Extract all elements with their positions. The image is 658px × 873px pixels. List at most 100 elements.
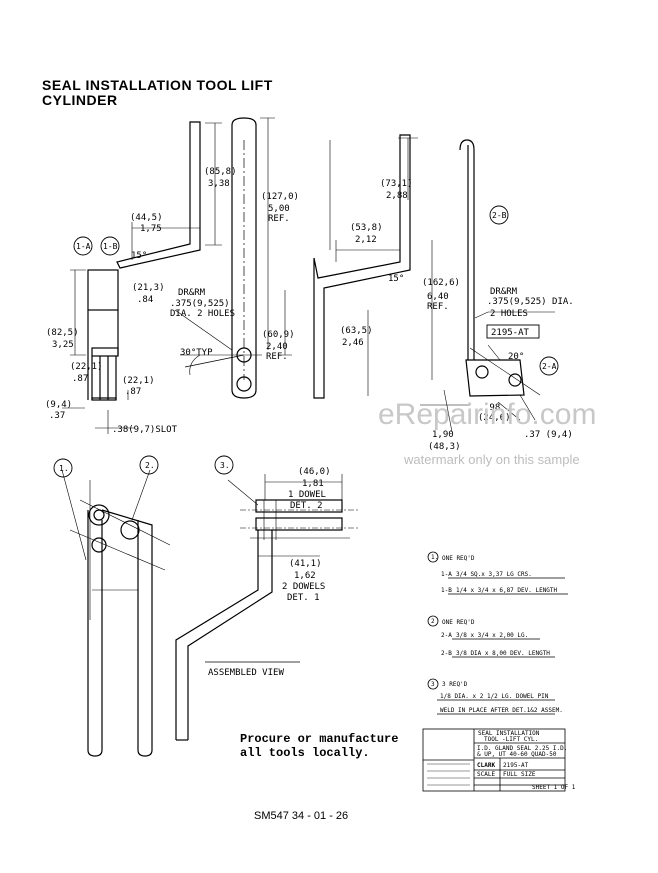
assembled-view-label: ASSEMBLED VIEW: [208, 668, 284, 678]
dim-41-1: (41,1): [289, 559, 322, 569]
drm-dimension: .375(9,525): [170, 299, 230, 309]
dim-127-0: (127,0): [261, 192, 299, 202]
dim-3-25: 3,25: [52, 340, 74, 350]
note-2a-callout: 2-A: [441, 632, 452, 639]
procure-line-1: Procure or manufacture: [240, 732, 399, 746]
dim-21-3: (21,3): [132, 283, 165, 293]
procure-line-2: all tools locally.: [240, 746, 370, 760]
dim-44-5: (44,5): [130, 213, 163, 223]
tb-part-number: 2195-AT: [503, 762, 529, 769]
dim-ref-2: REF.: [266, 352, 288, 362]
dim-22-1-b: (22,1): [122, 376, 155, 386]
dim-15-deg: 15°: [131, 251, 147, 261]
callout-1a: 1-A: [76, 242, 91, 251]
dim-46-0: (46,0): [298, 467, 331, 477]
dim-1-75: 1,75: [140, 224, 162, 234]
page-title: SEAL INSTALLATION TOOL LIFT CYLINDER: [42, 78, 273, 108]
figure-2: [313, 134, 555, 433]
dim-84: .84: [137, 295, 153, 305]
dim-9-4: (9,4): [45, 400, 72, 410]
dim-ref-3: REF.: [427, 302, 449, 312]
dim-2-88: 2,88: [386, 191, 408, 201]
drm-holes: DIA. 2 HOLES: [170, 309, 235, 319]
dim-85-8: (85,8): [204, 167, 237, 177]
procure-note: Procure or manufacture all tools locally…: [240, 732, 398, 760]
note-3-required: 3 REQ'D: [442, 681, 468, 688]
det-1: DET. 1: [287, 593, 320, 603]
tb-line-1: SEAL INSTALLATION: [478, 730, 540, 737]
note-2-number: 2: [431, 618, 435, 625]
drm-holes-2: 2 HOLES: [490, 309, 528, 319]
callout-2b: 2-B: [492, 211, 507, 220]
page-footer-code: SM547 34 - 01 - 26: [254, 810, 349, 822]
tb-line-2: TOOL -LIFT CYL.: [484, 736, 538, 743]
drm-label-2: DR&RM: [490, 287, 518, 297]
note-3-text: 1/8 DIA. x 2 1/2 LG. DOWEL PIN: [440, 693, 549, 700]
note-1b-text: 1/4 x 3/4 x 6,87 DEV. LENGTH: [456, 587, 558, 594]
figure-2-labels: (73,1) 2,88 (53,8) 2,12 15° (63,5) 2,46 …: [340, 179, 574, 452]
figure-1-labels: (85,8) 3,38 (127,0) 5,00 REF. (44,5) 1,7…: [45, 167, 299, 435]
title-block-labels: SEAL INSTALLATION TOOL -LIFT CYL. I.D. G…: [477, 730, 576, 791]
note-1-required: ONE REQ'D: [442, 555, 475, 562]
tb-line-3: I.D. GLAND SEAL 2.25 I.D.: [477, 745, 567, 752]
dim-87-a: .87: [72, 374, 88, 384]
notes: [427, 551, 568, 715]
tb-scale-label: SCALE: [477, 771, 495, 778]
note-2b-callout: 2-B: [441, 650, 452, 657]
dowels-2: 2 DOWELS: [282, 582, 325, 592]
dim-15-deg-2: 15°: [388, 274, 404, 284]
dim-73-1: (73,1): [380, 179, 413, 189]
notes-labels: 1. ONE REQ'D 1-A 3/4 SQ.x 3,37 LG CRS. 1…: [431, 554, 563, 714]
dim-60-9: (60,9): [262, 330, 295, 340]
dowel-1: 1 DOWEL: [288, 490, 326, 500]
tb-brand: CLARK: [477, 762, 495, 769]
dim-82-5: (82,5): [46, 328, 79, 338]
watermark-site: eRepairinfo.com: [378, 398, 597, 431]
dim-48-3: (48,3): [428, 442, 461, 452]
note-1a-text: 3/4 SQ.x 3,37 LG CRS.: [456, 571, 532, 578]
tb-sheet: SHEET 1 OF 1: [532, 784, 576, 791]
dim-22-1-a: (22,1): [70, 362, 103, 372]
note-1a-callout: 1-A: [441, 571, 452, 578]
dim-20-deg: 20°: [508, 352, 524, 362]
note-1b-callout: 1-B: [441, 587, 452, 594]
dim-87-b: .87: [125, 387, 141, 397]
dim-37-9-4: .37 (9,4): [524, 430, 573, 440]
dim-24-6: (24,6): [478, 413, 511, 423]
dim-98: .98: [484, 403, 500, 413]
dim-6-40: 6,40: [427, 292, 449, 302]
note-2-required: ONE REQ'D: [442, 619, 475, 626]
dim-3-38: 3,38: [208, 179, 230, 189]
watermark-note: watermark only on this sample: [404, 452, 580, 467]
assembly-right: [175, 474, 360, 741]
callout-1b: 1-B: [103, 242, 118, 251]
note-3-text-2: WELD IN PLACE AFTER DET.1&2 ASSEM.: [440, 707, 563, 714]
figure-1: [62, 117, 292, 434]
dim-2-40: 2,40: [266, 342, 288, 352]
assembly-left: [61, 469, 171, 757]
dim-slot: .38(9,7)SLOT: [112, 425, 178, 435]
callout-2a: 2-A: [542, 362, 557, 371]
dim-1-90: 1,90: [432, 430, 454, 440]
note-3-number: 3: [431, 681, 435, 688]
dim-1-81: 1,81: [302, 479, 324, 489]
dim-30-typ: 30°TYP: [180, 348, 213, 358]
title-line-2: CYLINDER: [42, 92, 118, 108]
tb-line-4: & UP, UT 40-60 QUAD-50: [477, 751, 557, 758]
title-line-1: SEAL INSTALLATION TOOL LIFT: [42, 77, 273, 93]
det-2: DET. 2: [290, 501, 323, 511]
dim-2-12: 2,12: [355, 235, 377, 245]
dim-5-00: 5,00: [268, 204, 290, 214]
callout-3: 3.: [220, 461, 230, 470]
dim-2-46: 2,46: [342, 338, 364, 348]
dim-53-8: (53,8): [350, 223, 383, 233]
dim-ref: REF.: [268, 214, 290, 224]
dim-63-5: (63,5): [340, 326, 373, 336]
callouts: [53, 205, 559, 478]
note-2a-text: 3/8 x 3/4 x 2,00 LG.: [456, 632, 528, 639]
callout-2: 2.: [145, 461, 155, 470]
callout-1: 1.: [59, 464, 69, 473]
dim-1-62: 1,62: [294, 571, 316, 581]
note-2b-text: 3/8 DIA x 8,00 DEV. LENGTH: [456, 650, 550, 657]
dim-37: .37: [49, 411, 65, 421]
